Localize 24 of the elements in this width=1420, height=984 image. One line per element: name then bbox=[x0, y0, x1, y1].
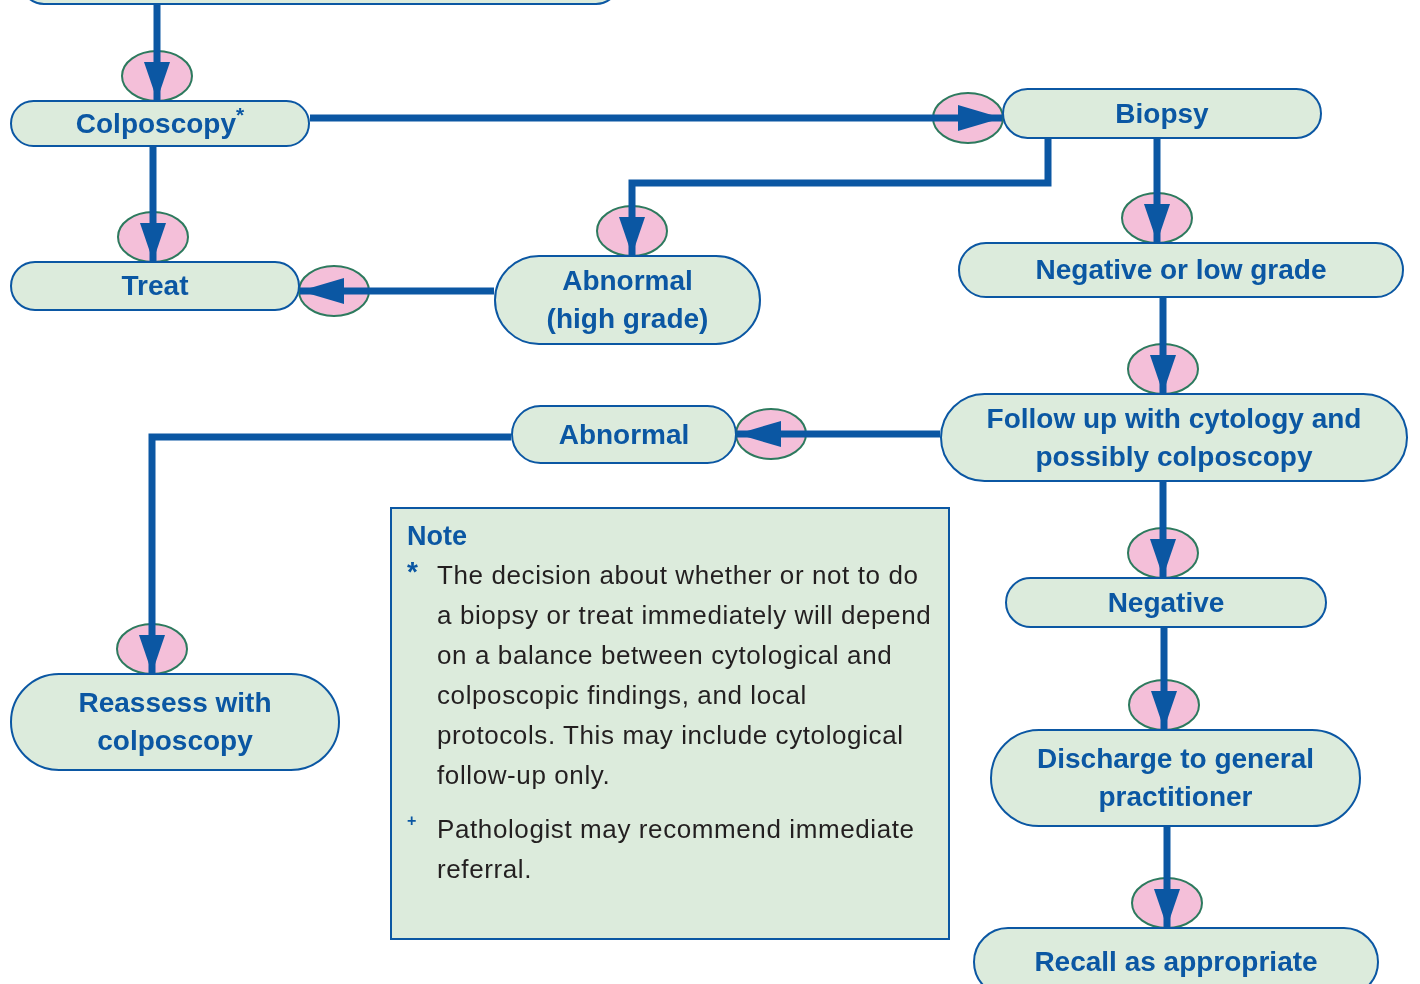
footnote-mark: * bbox=[407, 555, 419, 589]
process-pill bbox=[973, 927, 1379, 984]
node-label: Abnormal (high grade) bbox=[545, 264, 710, 336]
node-label: Biopsy bbox=[1115, 96, 1209, 131]
process-pill bbox=[1005, 577, 1327, 628]
process-pill bbox=[511, 405, 737, 464]
node-label: Recall as appropriate bbox=[1034, 945, 1318, 979]
note-text: Pathologist may recommend immediate referral. bbox=[437, 813, 916, 886]
process-pill bbox=[1002, 88, 1322, 139]
node-label: Colposcopy$^{*}$ bbox=[75, 104, 245, 141]
node-label: Abnormal bbox=[558, 417, 690, 452]
note-panel bbox=[390, 507, 950, 940]
note-heading: Note bbox=[407, 520, 467, 553]
footnote-mark: + bbox=[407, 811, 418, 831]
node-label: Negative bbox=[1107, 585, 1225, 620]
node-label: Treat bbox=[121, 269, 189, 303]
node-label: Follow up with cytology and possibly colposcopy bbox=[985, 401, 1363, 474]
note-text: The decision about whether or not to do a biopsy or treat immediately will depend on a balance between cytological and colposcopic findings, and local protocols. This may include cytological follow-up only. bbox=[437, 559, 933, 792]
process-pill bbox=[10, 261, 300, 311]
node-label: Discharge to general practitioner bbox=[1036, 742, 1315, 814]
node-label: Negative or low grade bbox=[1035, 253, 1327, 287]
process-pill bbox=[10, 100, 310, 147]
process-pill bbox=[958, 242, 1404, 298]
node-label: Reassess with colposcopy bbox=[77, 686, 273, 758]
